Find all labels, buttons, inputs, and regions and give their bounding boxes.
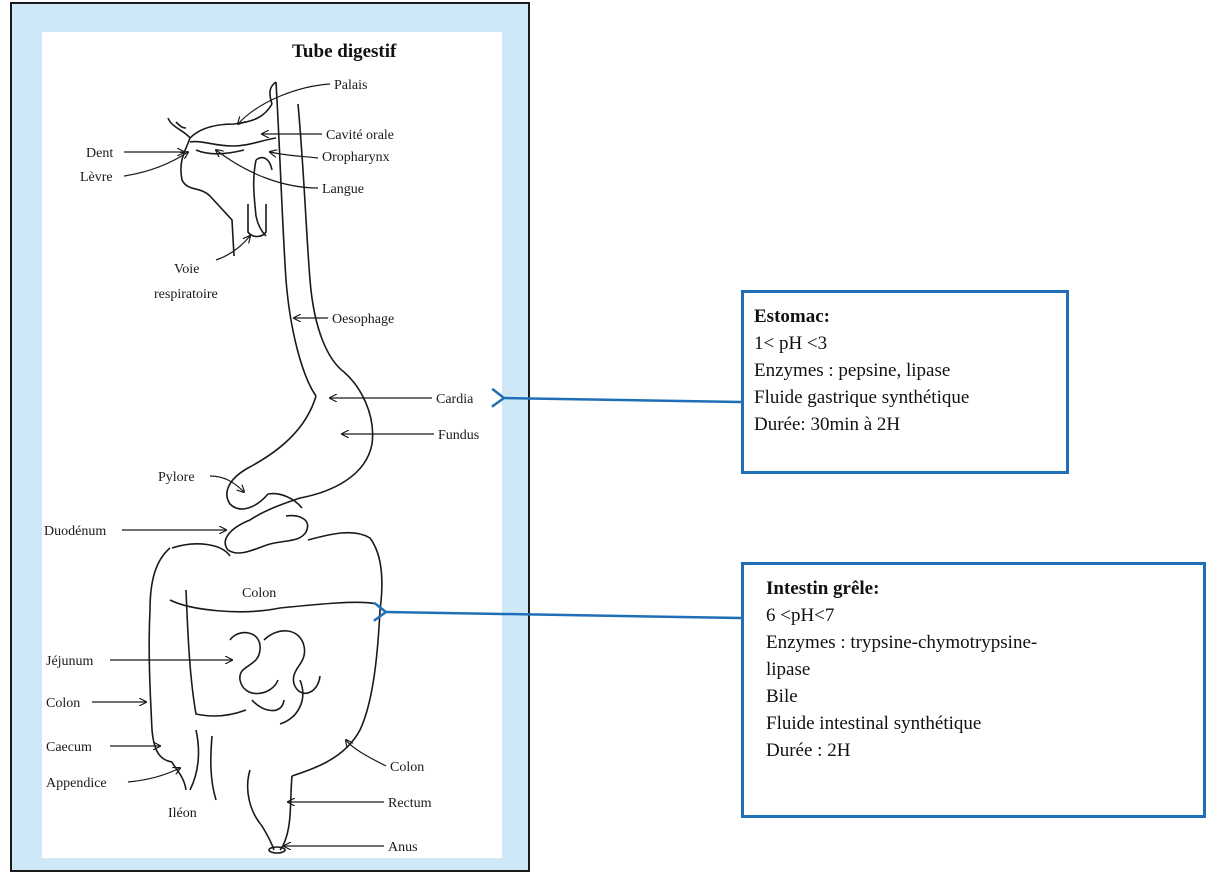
stomach-fluid: Fluide gastrique synthétique: [754, 387, 970, 408]
anatomy-labels: Palais Cavité orale Oropharynx Dent Lèvr…: [44, 78, 479, 855]
label-respiratoire: respiratoire: [154, 287, 218, 302]
label-cavite-orale: Cavité orale: [326, 128, 394, 143]
label-anus: Anus: [388, 840, 418, 855]
label-ileon: Iléon: [168, 806, 197, 821]
label-fundus: Fundus: [438, 428, 479, 443]
intestine-enzymes: Enzymes : trypsine-chymotrypsine-: [766, 632, 1038, 653]
intestine-info-box: Intestin grêle: 6 <pH<7 Enzymes : trypsi…: [741, 562, 1206, 818]
label-colon-left: Colon: [46, 696, 80, 711]
leader-pylore: [209, 475, 244, 492]
stomach-ph: 1< pH <3: [754, 333, 828, 354]
stomach-duration: Durée: 30min à 2H: [754, 414, 901, 435]
intestine-fluid: Fluide intestinal synthétique: [766, 713, 982, 734]
label-caecum: Caecum: [46, 740, 92, 755]
label-palais: Palais: [334, 78, 367, 93]
leader-voie: [215, 236, 250, 261]
intestine-bile: Bile: [766, 686, 798, 707]
label-voie: Voie: [174, 262, 199, 277]
label-levre: Lèvre: [80, 170, 113, 185]
stomach-enzymes: Enzymes : pepsine, lipase: [754, 360, 951, 381]
stomach-info-box: Estomac: 1< pH <3 Enzymes : pepsine, lip…: [741, 290, 1069, 474]
leader-levre: [123, 152, 188, 177]
intestine-duration: Durée : 2H: [766, 740, 851, 761]
digestive-tract-outline: [148, 81, 383, 854]
label-colon-top: Colon: [242, 586, 276, 601]
label-langue: Langue: [322, 182, 364, 197]
label-jejunum: Jéjunum: [46, 654, 94, 669]
stomach-callout-arrow: [504, 398, 742, 402]
label-appendice: Appendice: [46, 776, 107, 791]
label-pylore: Pylore: [158, 470, 195, 485]
intestine-ph: 6 <pH<7: [766, 605, 835, 626]
label-rectum: Rectum: [388, 796, 432, 811]
label-colon-right: Colon: [390, 760, 424, 775]
leader-colon-right: [346, 740, 387, 767]
intestine-callout-arrow: [386, 612, 742, 618]
label-dent: Dent: [86, 146, 113, 161]
leader-appendice: [127, 768, 180, 783]
label-cardia: Cardia: [436, 392, 474, 407]
label-oropharynx: Oropharynx: [322, 150, 390, 165]
label-duodenum: Duodénum: [44, 524, 106, 539]
intestine-enzymes-cont: lipase: [766, 659, 811, 680]
leader-langue: [216, 150, 319, 189]
leader-lines: [92, 83, 434, 846]
label-oesophage: Oesophage: [332, 312, 394, 327]
intestine-heading: Intestin grêle:: [766, 578, 880, 599]
stomach-heading: Estomac:: [754, 306, 830, 327]
leader-palais: [238, 83, 331, 124]
leader-oropharynx: [270, 152, 319, 159]
diagram-title: Tube digestif: [292, 41, 397, 62]
